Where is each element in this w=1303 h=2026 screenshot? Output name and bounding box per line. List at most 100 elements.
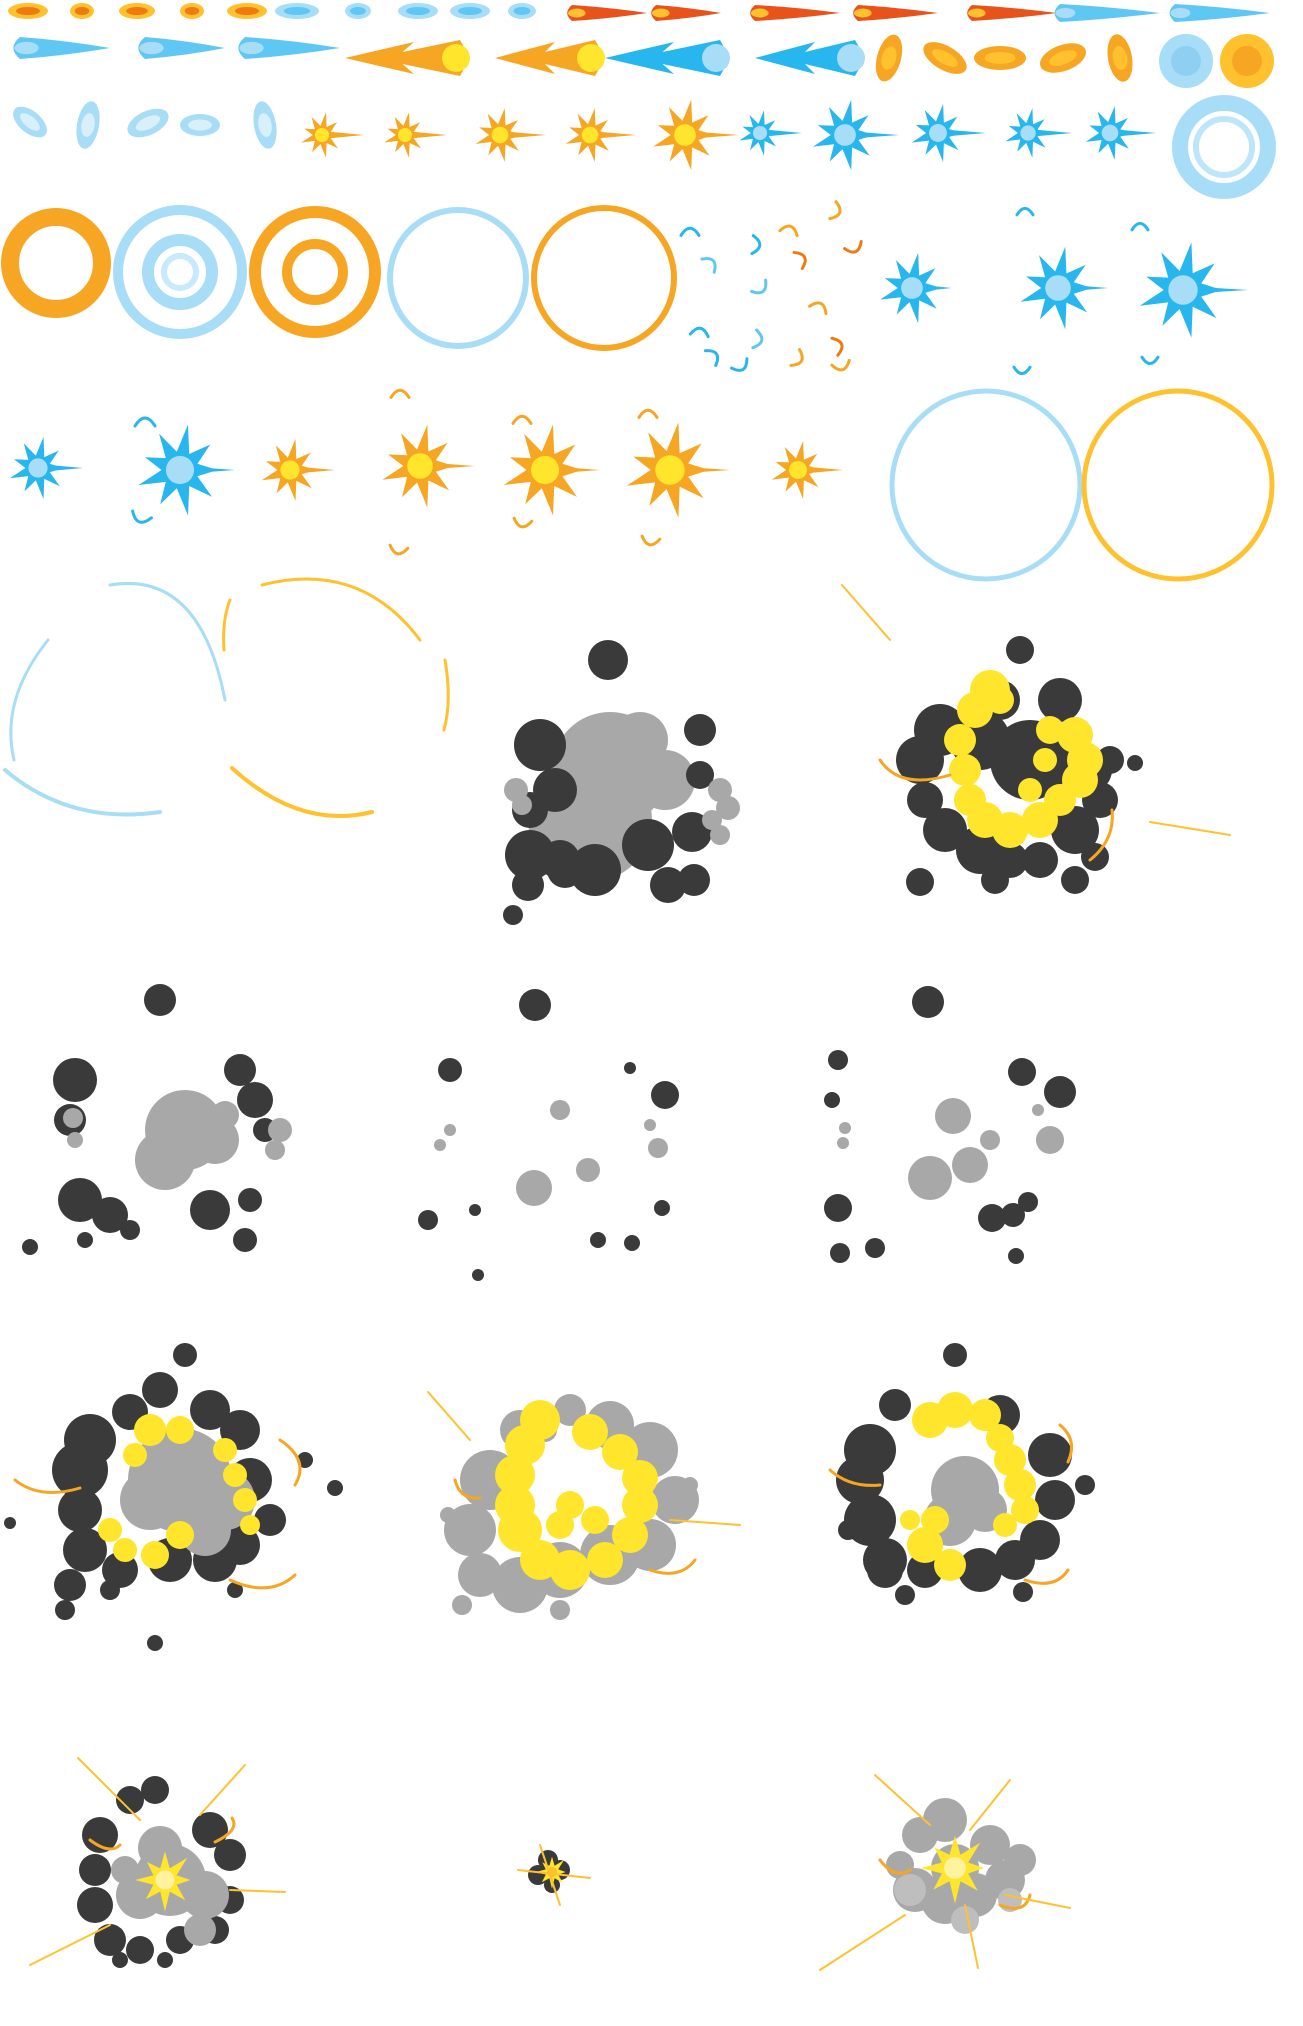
spark-chevron-14 [830, 336, 844, 357]
blue-oval-1 [13, 106, 47, 138]
smoke-dispersing-light-1 [63, 1090, 292, 1190]
orange-orb-core [1232, 46, 1262, 76]
small-blast-swirl-1 [88, 1838, 122, 1851]
orange-pill-bullet-1 [8, 3, 48, 19]
orange-pill-bullet-5 [227, 3, 267, 19]
orange-shockwave-large [1081, 388, 1275, 582]
explosion-swirl-7 [648, 1558, 697, 1575]
blue-fading-arc-3 [3, 768, 162, 817]
spark-chevron-15 [789, 348, 804, 367]
ice-impact-5 [138, 424, 235, 516]
smoke-dispersing-dark-2 [418, 989, 679, 1281]
spark-chevron-26 [512, 516, 534, 529]
explosion-swirl-6 [453, 1478, 482, 1500]
orange-pill-bullet-4 [180, 3, 204, 19]
ice-comet-3 [13, 37, 110, 59]
small-blast-spark-5 [874, 1774, 931, 1826]
fire-blast-2 [495, 40, 605, 76]
explosion-fire-2 [98, 1414, 260, 1569]
fire-comet-3 [750, 5, 840, 21]
fire-impact-4 [626, 422, 730, 518]
explosion-fire-1 [944, 670, 1103, 848]
ice-comet-4 [138, 37, 225, 59]
blue-oval-2 [76, 101, 100, 149]
fire-impact-2 [382, 424, 475, 508]
ice-burst-5 [1085, 106, 1156, 160]
explosion-spark-1 [1149, 821, 1231, 836]
explosion-spark-3 [669, 1519, 741, 1526]
orange-fading-arc-3 [230, 766, 374, 819]
spark-chevron-8 [730, 357, 749, 372]
explosion-swirl-8 [828, 1468, 882, 1487]
spark-chevron-11 [828, 200, 842, 221]
spark-chevron-17 [1015, 206, 1035, 217]
explosion-smoke-light-4 [924, 1456, 1007, 1546]
fire-comet-1 [567, 5, 647, 21]
smoke-dispersing-light-3 [837, 1098, 1064, 1200]
fire-burst-4 [565, 108, 636, 162]
spark-chevron-22 [131, 509, 153, 524]
ice-blast-2 [755, 40, 865, 76]
explosion-swirl-2 [1088, 808, 1114, 862]
blue-shockwave-ring-inner [1193, 116, 1255, 178]
ice-burst-1 [739, 110, 802, 156]
spark-chevron-9 [778, 224, 799, 238]
blue-ring-1 [113, 205, 247, 339]
spark-chevron-20 [1140, 355, 1160, 366]
orange-ring-2 [249, 206, 381, 338]
blue-ring-2 [387, 207, 529, 349]
blue-pill-bullet-1 [275, 3, 319, 19]
orange-oval-5 [1107, 34, 1133, 82]
blue-ring-1-inner [142, 234, 218, 310]
fire-burst-2 [384, 112, 447, 158]
fire-impact-1 [261, 439, 335, 501]
blue-pill-bullet-2 [345, 3, 371, 19]
spark-chevron-10 [792, 250, 807, 270]
ice-burst-4 [1005, 108, 1072, 158]
blue-pill-bullet-5 [508, 3, 536, 19]
explosion-smoke-light-2 [120, 1428, 255, 1556]
orange-fading-arc-4 [222, 598, 232, 652]
spark-chevron-2 [700, 257, 717, 274]
blue-oval-4 [180, 114, 220, 136]
fire-comet-2 [651, 5, 721, 21]
spark-chevron-28 [640, 534, 662, 547]
spark-chevron-25 [511, 414, 533, 425]
smoke-dispersing-dark-3 [824, 986, 1076, 1264]
small-blast-flash-2 [921, 1835, 984, 1904]
tiny-blast-spark-2 [539, 1844, 561, 1906]
blue-fading-arc-2 [108, 582, 227, 702]
small-blast-swirl-2 [213, 1816, 236, 1844]
spark-chevron-24 [388, 543, 410, 556]
orange-pill-bullet-2 [70, 3, 94, 19]
spark-chevron-12 [843, 240, 863, 254]
orange-ring-3 [531, 205, 677, 351]
fire-burst-5 [653, 99, 739, 171]
spark-chevron-21 [133, 416, 157, 428]
small-blast-flash-1 [135, 1851, 191, 1912]
orange-ring-1 [1, 208, 111, 318]
explosion-swirl-10 [1023, 1568, 1070, 1585]
blue-oval-3 [127, 108, 169, 138]
blue-pill-bullet-3 [398, 3, 438, 19]
explosion-swirl-3 [13, 1478, 82, 1494]
blue-shockwave-ring-1 [1172, 95, 1276, 199]
smoke-dispersing-light-2 [434, 1100, 668, 1206]
fire-comet-5 [967, 5, 1057, 21]
fire-burst-1 [301, 112, 364, 158]
spark-chevron-19 [1130, 221, 1150, 232]
spark-chevron-5 [688, 326, 710, 339]
blue-orb-core [1171, 46, 1201, 76]
small-blast-spark-1 [77, 1757, 141, 1821]
spark-line-1 [841, 584, 891, 641]
fire-impact-3 [503, 424, 600, 516]
ice-burst-2 [813, 99, 899, 171]
explosion-fire-4 [900, 1392, 1039, 1581]
small-blast-smoke-1 [77, 1776, 246, 1968]
small-blast-spark-3 [29, 1924, 111, 1966]
small-blast-spark-2 [199, 1764, 246, 1816]
blue-shockwave-large [889, 388, 1083, 582]
ice-blast-1 [605, 40, 730, 76]
ice-impact-2 [1020, 246, 1108, 330]
orange-oval-3 [974, 46, 1026, 70]
